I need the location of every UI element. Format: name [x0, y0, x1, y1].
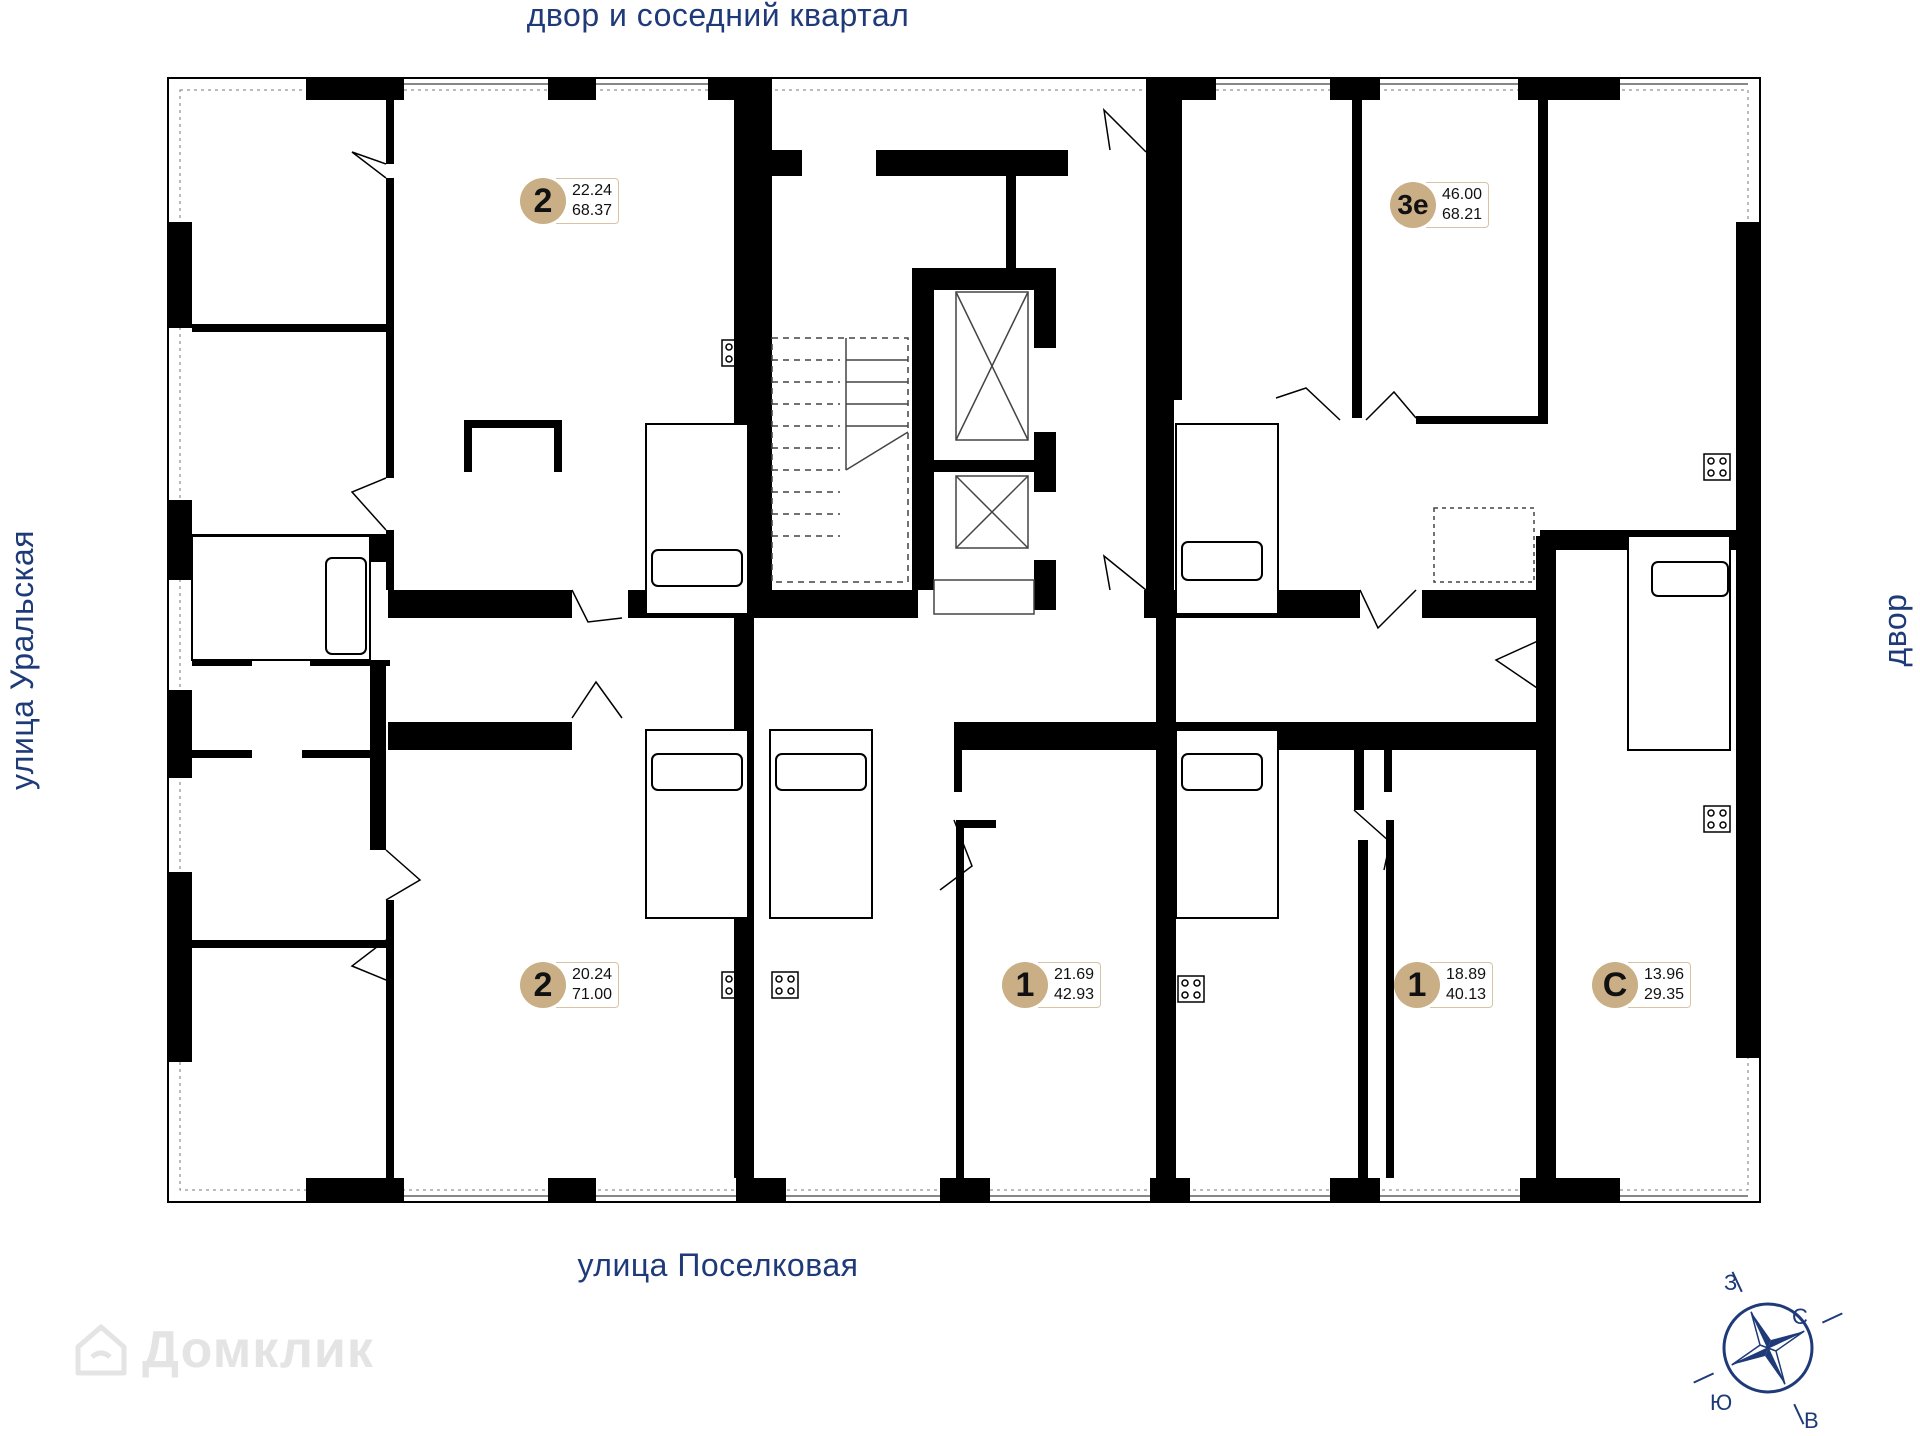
room-count: С [1592, 962, 1638, 1008]
living-area: 20.24 [572, 966, 613, 983]
apartment-badge[interactable]: 2 20.24 71.00 [520, 962, 620, 1008]
room-count: 3е [1390, 182, 1436, 228]
living-area: 13.96 [1644, 966, 1685, 983]
total-area: 40.13 [1446, 986, 1487, 1003]
area-values: 13.96 29.35 [1628, 962, 1692, 1008]
apartment-badge[interactable]: С 13.96 29.35 [1592, 962, 1692, 1008]
apartment-badge[interactable]: 1 21.69 42.93 [1002, 962, 1102, 1008]
watermark-text: Домклик [142, 1321, 374, 1379]
watermark: Домклик [72, 1320, 374, 1380]
room-count: 1 [1002, 962, 1048, 1008]
area-values: 18.89 40.13 [1430, 962, 1494, 1008]
compass-west: З [1724, 1270, 1738, 1295]
compass-rose-icon [1693, 1271, 1843, 1425]
living-area: 46.00 [1442, 186, 1483, 203]
bottom-street-label: улица Поселковая [577, 1247, 859, 1283]
area-values: 20.24 71.00 [556, 962, 620, 1008]
living-area: 18.89 [1446, 966, 1487, 983]
room-count: 2 [520, 178, 566, 224]
compass-east: В [1804, 1408, 1819, 1433]
apartment-badge[interactable]: 3е 46.00 68.21 [1390, 182, 1490, 228]
house-icon [75, 1324, 127, 1376]
compass-south: Ю [1710, 1390, 1733, 1415]
room-count: 1 [1394, 962, 1440, 1008]
top-street-label: двор и соседний квартал [526, 0, 910, 33]
total-area: 68.21 [1442, 206, 1483, 223]
room-count: 2 [520, 962, 566, 1008]
area-values: 46.00 68.21 [1426, 182, 1490, 228]
compass: С Ю З В [1684, 1262, 1852, 1433]
apartment-badge[interactable]: 1 18.89 40.13 [1394, 962, 1494, 1008]
living-area: 21.69 [1054, 966, 1095, 983]
apartment-badge[interactable]: 2 22.24 68.37 [520, 178, 620, 224]
total-area: 29.35 [1644, 986, 1685, 1003]
area-values: 21.69 42.93 [1038, 962, 1102, 1008]
total-area: 68.37 [572, 202, 613, 219]
total-area: 42.93 [1054, 986, 1095, 1003]
total-area: 71.00 [572, 986, 613, 1003]
area-values: 22.24 68.37 [556, 178, 620, 224]
compass-north: С [1792, 1304, 1808, 1329]
living-area: 22.24 [572, 182, 613, 199]
